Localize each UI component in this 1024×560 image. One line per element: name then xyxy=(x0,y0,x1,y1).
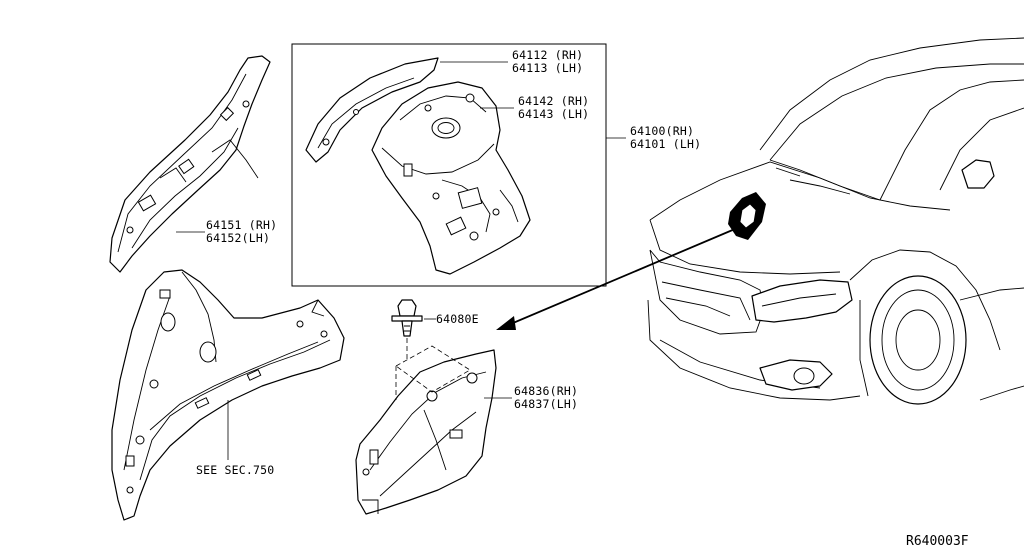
pointer-arrowhead xyxy=(496,316,516,330)
hood-ledge-upper-part xyxy=(109,55,271,273)
label-64101: 64101 (LH) xyxy=(630,137,701,151)
vehicle-front-view xyxy=(647,37,1024,405)
label-see-sec: SEE SEC.750 xyxy=(196,463,274,477)
splash-shield-part-64836 xyxy=(355,349,497,515)
label-64113: 64113 (LH) xyxy=(512,61,583,75)
assembly-frame xyxy=(291,43,607,287)
label-64143: 64143 (LH) xyxy=(518,107,589,121)
reference-code: R640003F xyxy=(906,534,969,549)
wheelhouse-part-64142 xyxy=(371,81,531,275)
label-64080e: 64080E xyxy=(436,312,479,326)
label-64152: 64152(LH) xyxy=(206,231,270,245)
strip-part-64112 xyxy=(305,57,439,163)
clip-part-64080e xyxy=(391,299,423,337)
label-64151: 64151 (RH) xyxy=(206,218,277,232)
label-64837: 64837(LH) xyxy=(514,397,578,411)
pointer-arrow-line xyxy=(505,225,743,327)
label-64836: 64836(RH) xyxy=(514,384,578,398)
shield-dashed-outline xyxy=(395,345,471,393)
label-64142: 64142 (RH) xyxy=(518,94,589,108)
hood-ledge-lower-assembly xyxy=(111,269,345,521)
label-64100: 64100(RH) xyxy=(630,124,694,138)
label-64112: 64112 (RH) xyxy=(512,48,583,62)
